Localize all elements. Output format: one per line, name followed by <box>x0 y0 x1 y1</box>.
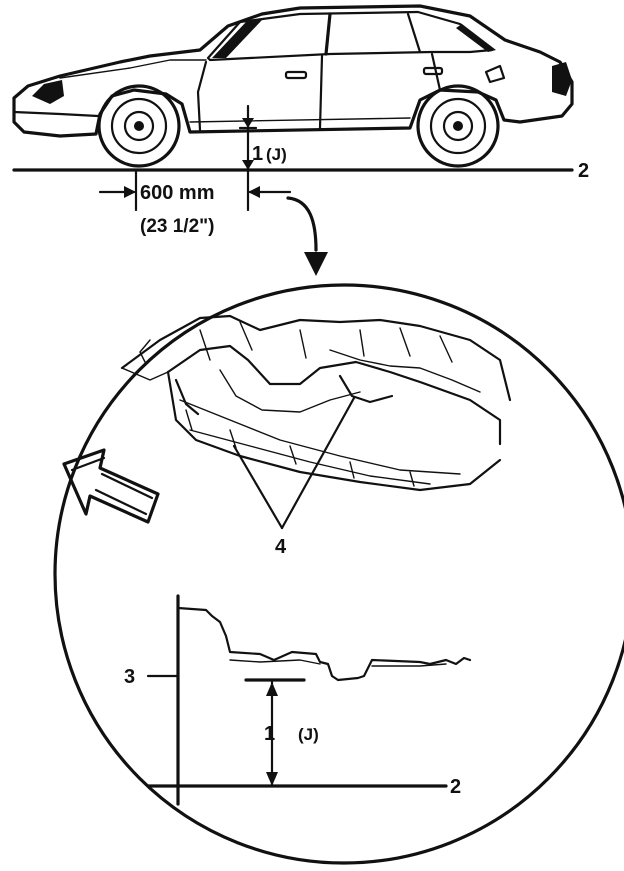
underbody-profile: 3 1 (J) 2 <box>124 594 472 806</box>
windshield-shade <box>212 20 262 58</box>
rear-window-shade <box>456 24 496 52</box>
dimension-1-top-arrowhead-down <box>242 160 254 170</box>
dimension-1-top-label: 1 <box>252 143 263 165</box>
rear-wheel <box>416 84 500 168</box>
front-bumper <box>12 110 100 118</box>
dimension-1-bottom-label: 1 <box>264 723 275 745</box>
ref-3-label: 3 <box>124 666 135 688</box>
front-door-handle <box>284 70 308 80</box>
j-bottom-label: (J) <box>298 725 319 744</box>
ref-4-label: 4 <box>275 536 287 558</box>
forward-direction-arrow <box>62 448 160 524</box>
dimension-1-bottom-arrowhead-down <box>266 772 278 786</box>
profile-outline <box>176 606 472 682</box>
dim-600-left-arrowhead <box>124 186 136 198</box>
rear-door-back <box>430 52 442 92</box>
detail-circle <box>53 283 624 865</box>
rear-door-handle <box>422 66 444 76</box>
c-pillar <box>406 12 422 54</box>
front-wheel <box>97 84 181 168</box>
hood-line <box>59 59 207 79</box>
dim-600-right-arrowhead <box>248 186 260 198</box>
profile-inner-line <box>229 659 447 667</box>
underbody-perspective <box>120 314 512 492</box>
j-top-label: (J) <box>266 145 287 164</box>
front-door-line <box>196 60 208 132</box>
dimension-600mm-label: 600 mm <box>140 182 215 204</box>
dimension-inches-label: (23 1/2") <box>140 216 215 237</box>
car-side-view: 1 (J) 2 600 mm (23 1/2") <box>12 4 589 237</box>
headlight <box>32 80 64 104</box>
dimension-1-bottom-arrowhead-up <box>266 682 278 696</box>
fuel-door <box>484 64 506 84</box>
dimension-1-top-arrowhead-up <box>242 118 254 128</box>
b-pillar <box>324 12 332 56</box>
ground-ref-2-top: 2 <box>578 160 589 182</box>
rocker-line <box>189 117 411 123</box>
detail-pointer-arrow <box>286 196 328 276</box>
taillight <box>552 62 572 96</box>
ref-4-leaders <box>232 396 356 530</box>
rear-door-line <box>318 54 324 130</box>
ground-ref-2-bottom: 2 <box>450 776 461 798</box>
